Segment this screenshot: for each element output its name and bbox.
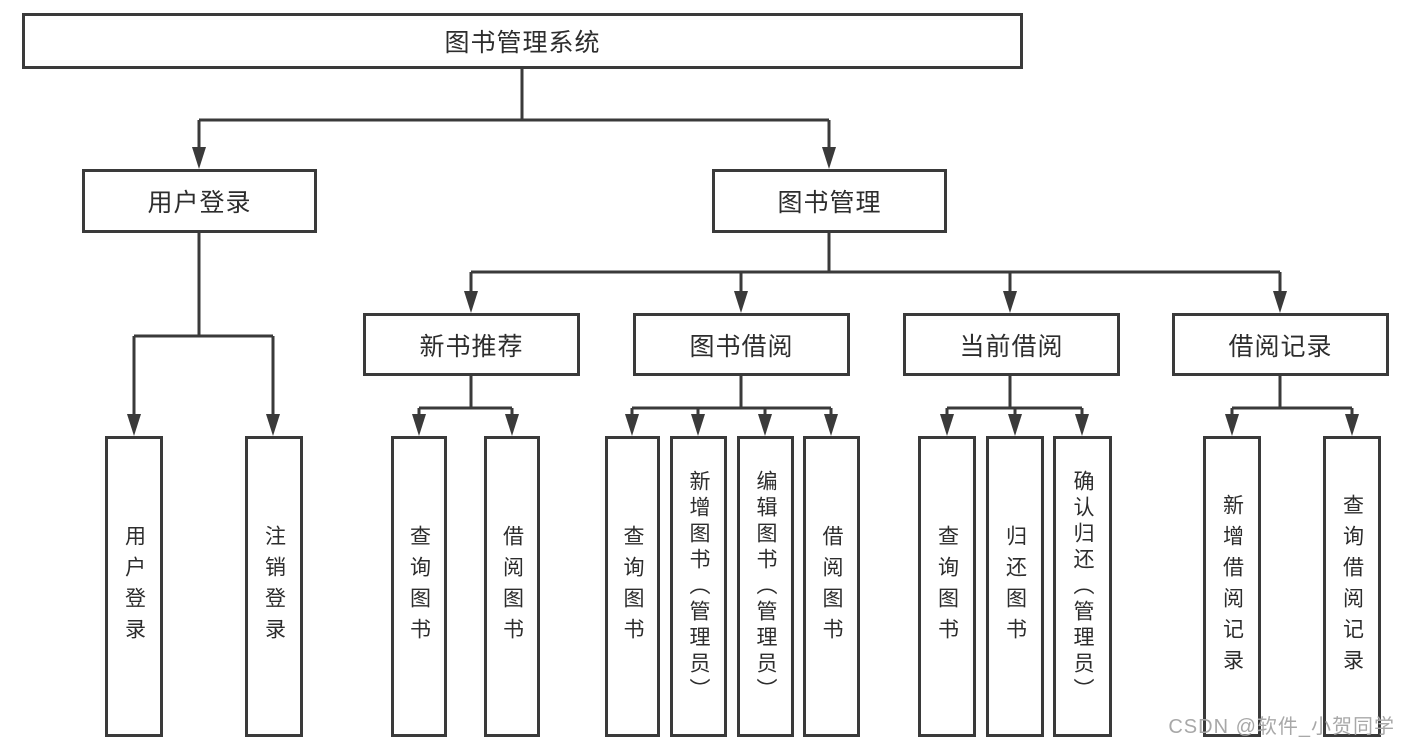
arrow-down-icon — [127, 414, 141, 436]
node-book-management: 图书管理 — [712, 169, 947, 233]
arrow-down-icon — [505, 414, 519, 436]
node-cb-confirm-return-admin: 确认归还（管理员） — [1053, 436, 1112, 737]
node-book-borrowing: 图书借阅 — [633, 313, 850, 376]
arrow-down-icon — [464, 291, 478, 313]
node-user-login-leaf: 用户登录 — [105, 436, 163, 737]
arrow-down-icon — [625, 414, 639, 436]
arrow-down-icon — [1075, 414, 1089, 436]
arrow-down-icon — [691, 414, 705, 436]
node-nbr-query-books: 查询图书 — [391, 436, 447, 737]
node-bb-query-books: 查询图书 — [605, 436, 660, 737]
node-cb-query-books: 查询图书 — [918, 436, 976, 737]
node-br-add-record: 新增借阅记录 — [1203, 436, 1261, 737]
arrow-down-icon — [1003, 291, 1017, 313]
arrow-down-icon — [824, 414, 838, 436]
arrow-down-icon — [734, 291, 748, 313]
node-bb-borrow-books: 借阅图书 — [803, 436, 860, 737]
node-nbr-borrow-books: 借阅图书 — [484, 436, 540, 737]
node-br-query-record: 查询借阅记录 — [1323, 436, 1381, 737]
arrow-down-icon — [940, 414, 954, 436]
arrow-down-icon — [1008, 414, 1022, 436]
node-current-borrowing: 当前借阅 — [903, 313, 1120, 376]
node-borrow-records: 借阅记录 — [1172, 313, 1389, 376]
arrow-down-icon — [1225, 414, 1239, 436]
arrow-down-icon — [412, 414, 426, 436]
node-cb-return-books: 归还图书 — [986, 436, 1044, 737]
node-logout: 注销登录 — [245, 436, 303, 737]
arrow-down-icon — [1273, 291, 1287, 313]
arrow-down-icon — [192, 147, 206, 169]
arrow-down-icon — [1345, 414, 1359, 436]
node-bb-add-books-admin: 新增图书（管理员） — [670, 436, 727, 737]
node-root: 图书管理系统 — [22, 13, 1023, 69]
node-new-book-recommendation: 新书推荐 — [363, 313, 580, 376]
arrow-down-icon — [758, 414, 772, 436]
node-bb-edit-books-admin: 编辑图书（管理员） — [737, 436, 794, 737]
arrow-down-icon — [822, 147, 836, 169]
arrow-down-icon — [266, 414, 280, 436]
node-user-login: 用户登录 — [82, 169, 317, 233]
